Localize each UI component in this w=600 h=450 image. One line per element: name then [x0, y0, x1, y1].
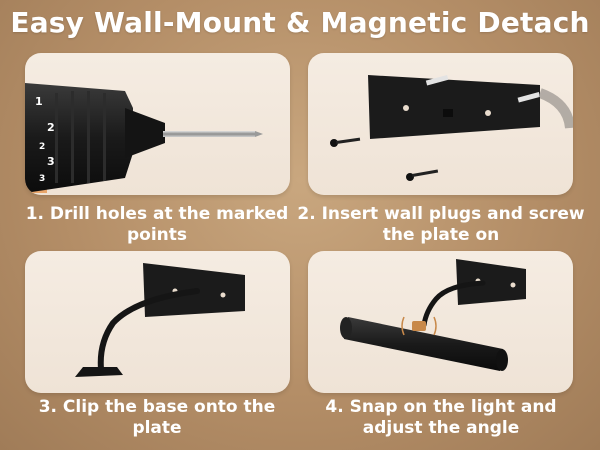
- step-2-caption: 2. Insert wall plugs and screw the plate…: [297, 204, 585, 245]
- mounting-plate: [368, 75, 540, 139]
- step-1-caption: 1. Drill holes at the marked points: [25, 204, 289, 245]
- arm-base: [75, 367, 123, 377]
- arm-base-illustration: [75, 263, 245, 377]
- plate-clip: [443, 109, 453, 117]
- drill-bit: [163, 131, 255, 137]
- drill-chuck-tip: [125, 108, 165, 158]
- chuck-number: 3: [47, 155, 55, 168]
- step-4-caption: 4. Snap on the light and adjust the angl…: [325, 397, 557, 438]
- gooseneck-arm: [421, 280, 486, 328]
- magnet-icon: [401, 316, 437, 336]
- chuck-number: 1: [35, 95, 43, 108]
- page-title: Easy Wall-Mount & Magnetic Detach: [10, 6, 590, 39]
- drill-illustration: 1 2 3 2 3: [25, 83, 263, 193]
- step-2-image: [308, 53, 573, 195]
- plate-screws-illustration: [330, 74, 573, 181]
- screw-icon: [406, 169, 439, 181]
- wall-plug: [425, 74, 541, 103]
- step-1-image: 1 2 3 2 3: [25, 53, 290, 195]
- step-3-caption: 3. Clip the base onto the plate: [38, 397, 276, 438]
- screw-icon: [330, 137, 361, 147]
- gooseneck-arm: [97, 288, 200, 372]
- mounting-plate: [456, 259, 526, 305]
- light-attached-illustration: [340, 259, 526, 371]
- chuck-number: 2: [47, 121, 55, 134]
- step-4-image: [308, 251, 573, 393]
- chuck-number: 3: [39, 174, 45, 184]
- chuck-number: 2: [39, 142, 45, 152]
- picture-light-bar: [340, 317, 508, 371]
- step-3-image: [25, 251, 290, 393]
